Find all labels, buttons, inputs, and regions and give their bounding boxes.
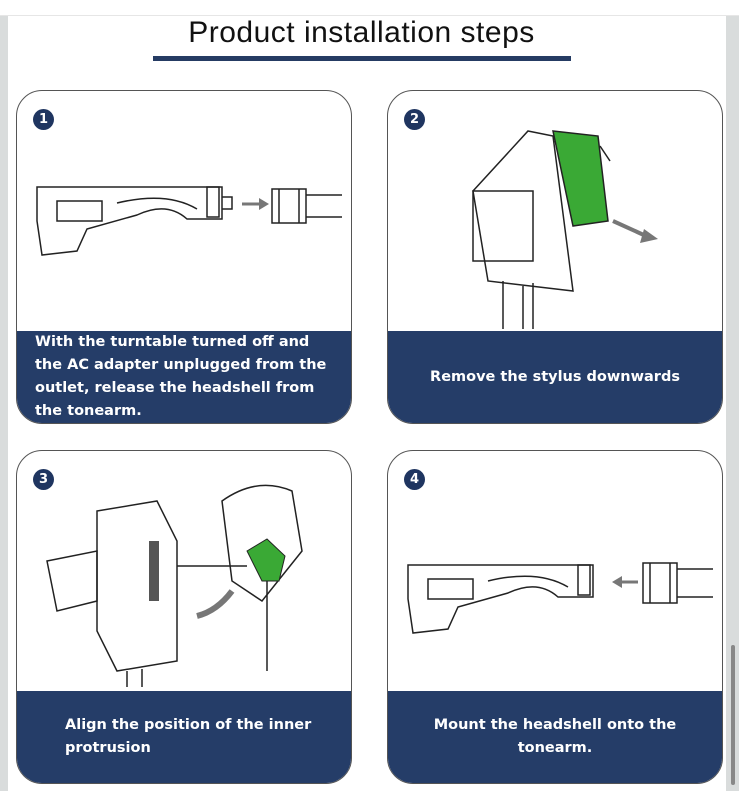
step-caption: Mount the headshell onto the tonearm. xyxy=(388,691,722,783)
step-caption: Remove the stylus downwards xyxy=(388,331,722,423)
step-number-badge: 3 xyxy=(33,469,54,490)
step-caption: With the turntable turned off and the AC… xyxy=(17,331,351,423)
step-card-2: 2 Remove the stylus downwards xyxy=(387,90,723,424)
title-underline xyxy=(153,56,571,61)
step-card-3: 3 Align the position of the inner protru… xyxy=(16,450,352,784)
step-card-4: 4 Mount the headshell onto the tonearm. xyxy=(387,450,723,784)
align-protrusion-illustration xyxy=(46,484,303,687)
page-title: Product installation steps xyxy=(188,16,535,49)
step-caption: Align the position of the inner protrusi… xyxy=(17,691,351,783)
step-number-badge: 1 xyxy=(33,109,54,130)
step-number-badge: 4 xyxy=(404,469,425,490)
top-bar xyxy=(0,0,739,16)
step-card-1: 1 With the turntable turned off and the … xyxy=(16,90,352,424)
step-number-badge: 2 xyxy=(404,109,425,130)
stylus-removal-illustration xyxy=(472,130,658,329)
headshell-release-illustration xyxy=(36,186,342,256)
scrollbar[interactable] xyxy=(731,645,735,785)
headshell-mount-illustration xyxy=(407,562,713,634)
